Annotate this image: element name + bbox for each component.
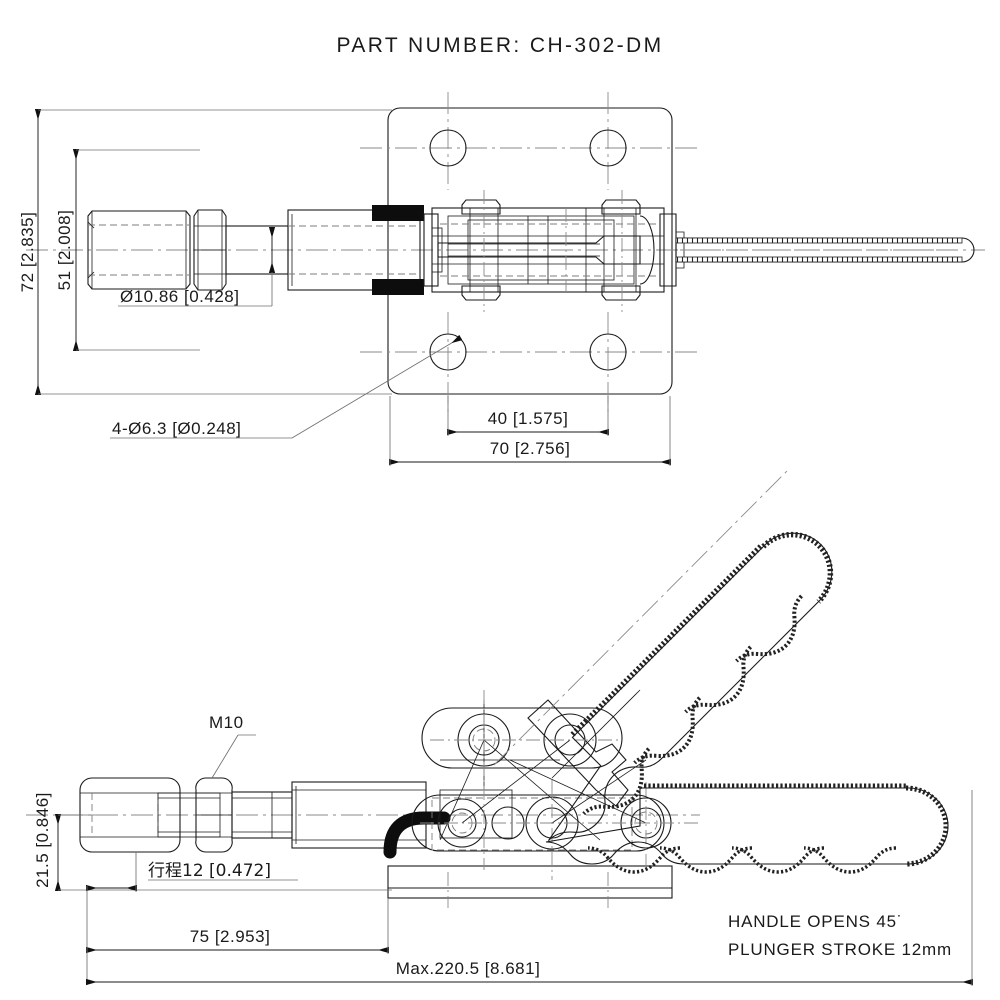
plan-view: 72 [2.835] 51 [2.008] Ø10.86 [0.428] 4-Ø…: [18, 92, 985, 466]
dim-plate-length-label: 70 [2.756]: [490, 439, 571, 458]
dim-spindle-diameter: Ø10.86 [0.428]: [118, 227, 276, 307]
mounting-hole-top-right: [589, 129, 627, 167]
callout-thread-label: M10: [209, 713, 244, 732]
dim-plate-width-label: 51 [2.008]: [55, 210, 74, 291]
dim-plate-height-label: 21.5 [0.846]: [33, 792, 52, 888]
dim-plate-length: 70 [2.756]: [389, 396, 671, 466]
plunger-spindle: [87, 210, 191, 290]
mount-block-upper: [372, 205, 424, 221]
lock-nut-plan: [193, 209, 227, 291]
callout-thread: M10: [209, 713, 256, 779]
dim-body-length: 75 [2.953]: [86, 886, 389, 985]
note-handle-opens: HANDLE OPENS 45˙: [728, 912, 903, 931]
spring-hook-detail: [383, 811, 451, 859]
callout-mounting-holes-label: 4-Ø6.3 [Ø0.248]: [112, 419, 241, 438]
dim-stroke-label: 行程12 [0.472]: [148, 861, 271, 881]
handle-bar-plan: [675, 237, 975, 263]
dim-stroke: 行程12 [0.472]: [86, 852, 298, 892]
dim-overall-width-label: 72 [2.835]: [18, 212, 37, 293]
base-plate-side: [387, 865, 673, 908]
handle-open-position: [547, 531, 834, 842]
callout-mounting-holes: 4-Ø6.3 [Ø0.248]: [110, 334, 463, 439]
dim-hole-spacing: 40 [1.575]: [447, 396, 609, 436]
notes-block: HANDLE OPENS 45˙ PLUNGER STROKE 12mm: [728, 912, 952, 959]
mounting-hole-top-left: [429, 129, 467, 167]
linkage-centerlines: [483, 190, 623, 312]
dim-plate-height: 21.5 [0.846]: [33, 792, 392, 891]
dim-overall-width: 72 [2.835]: [18, 109, 392, 395]
dim-spindle-diameter-label: Ø10.86 [0.428]: [120, 287, 239, 306]
handle-closed-position: [545, 783, 949, 874]
plate-centerlines: [360, 92, 700, 412]
mounting-holes: [429, 129, 627, 371]
mounting-hole-bottom-left: [429, 333, 467, 371]
mounting-hole-bottom-right: [589, 333, 627, 371]
note-plunger-stroke: PLUNGER STROKE 12mm: [728, 940, 952, 959]
dim-overall-length: Max.220.5 [8.681]: [86, 790, 973, 986]
dim-hole-spacing-label: 40 [1.575]: [488, 409, 569, 428]
mount-block-lower: [372, 279, 424, 295]
toggle-linkage-side: [411, 690, 700, 880]
handle-pivot-tie: [551, 689, 641, 779]
lock-nut-side: [195, 777, 233, 853]
plunger-body-plan: [287, 209, 421, 291]
mounting-plate-outline: [387, 107, 673, 395]
dim-overall-length-label: Max.220.5 [8.681]: [396, 959, 541, 978]
side-elevation: M10 21.5 [0.846] 行程12 [0.472] 75 [2.953]: [26, 467, 973, 986]
dim-body-length-label: 75 [2.953]: [190, 927, 271, 946]
linkage-body-plan: [423, 199, 685, 301]
dim-plate-width: 51 [2.008]: [55, 149, 200, 351]
page-title: PART NUMBER: CH-302-DM: [336, 34, 663, 57]
